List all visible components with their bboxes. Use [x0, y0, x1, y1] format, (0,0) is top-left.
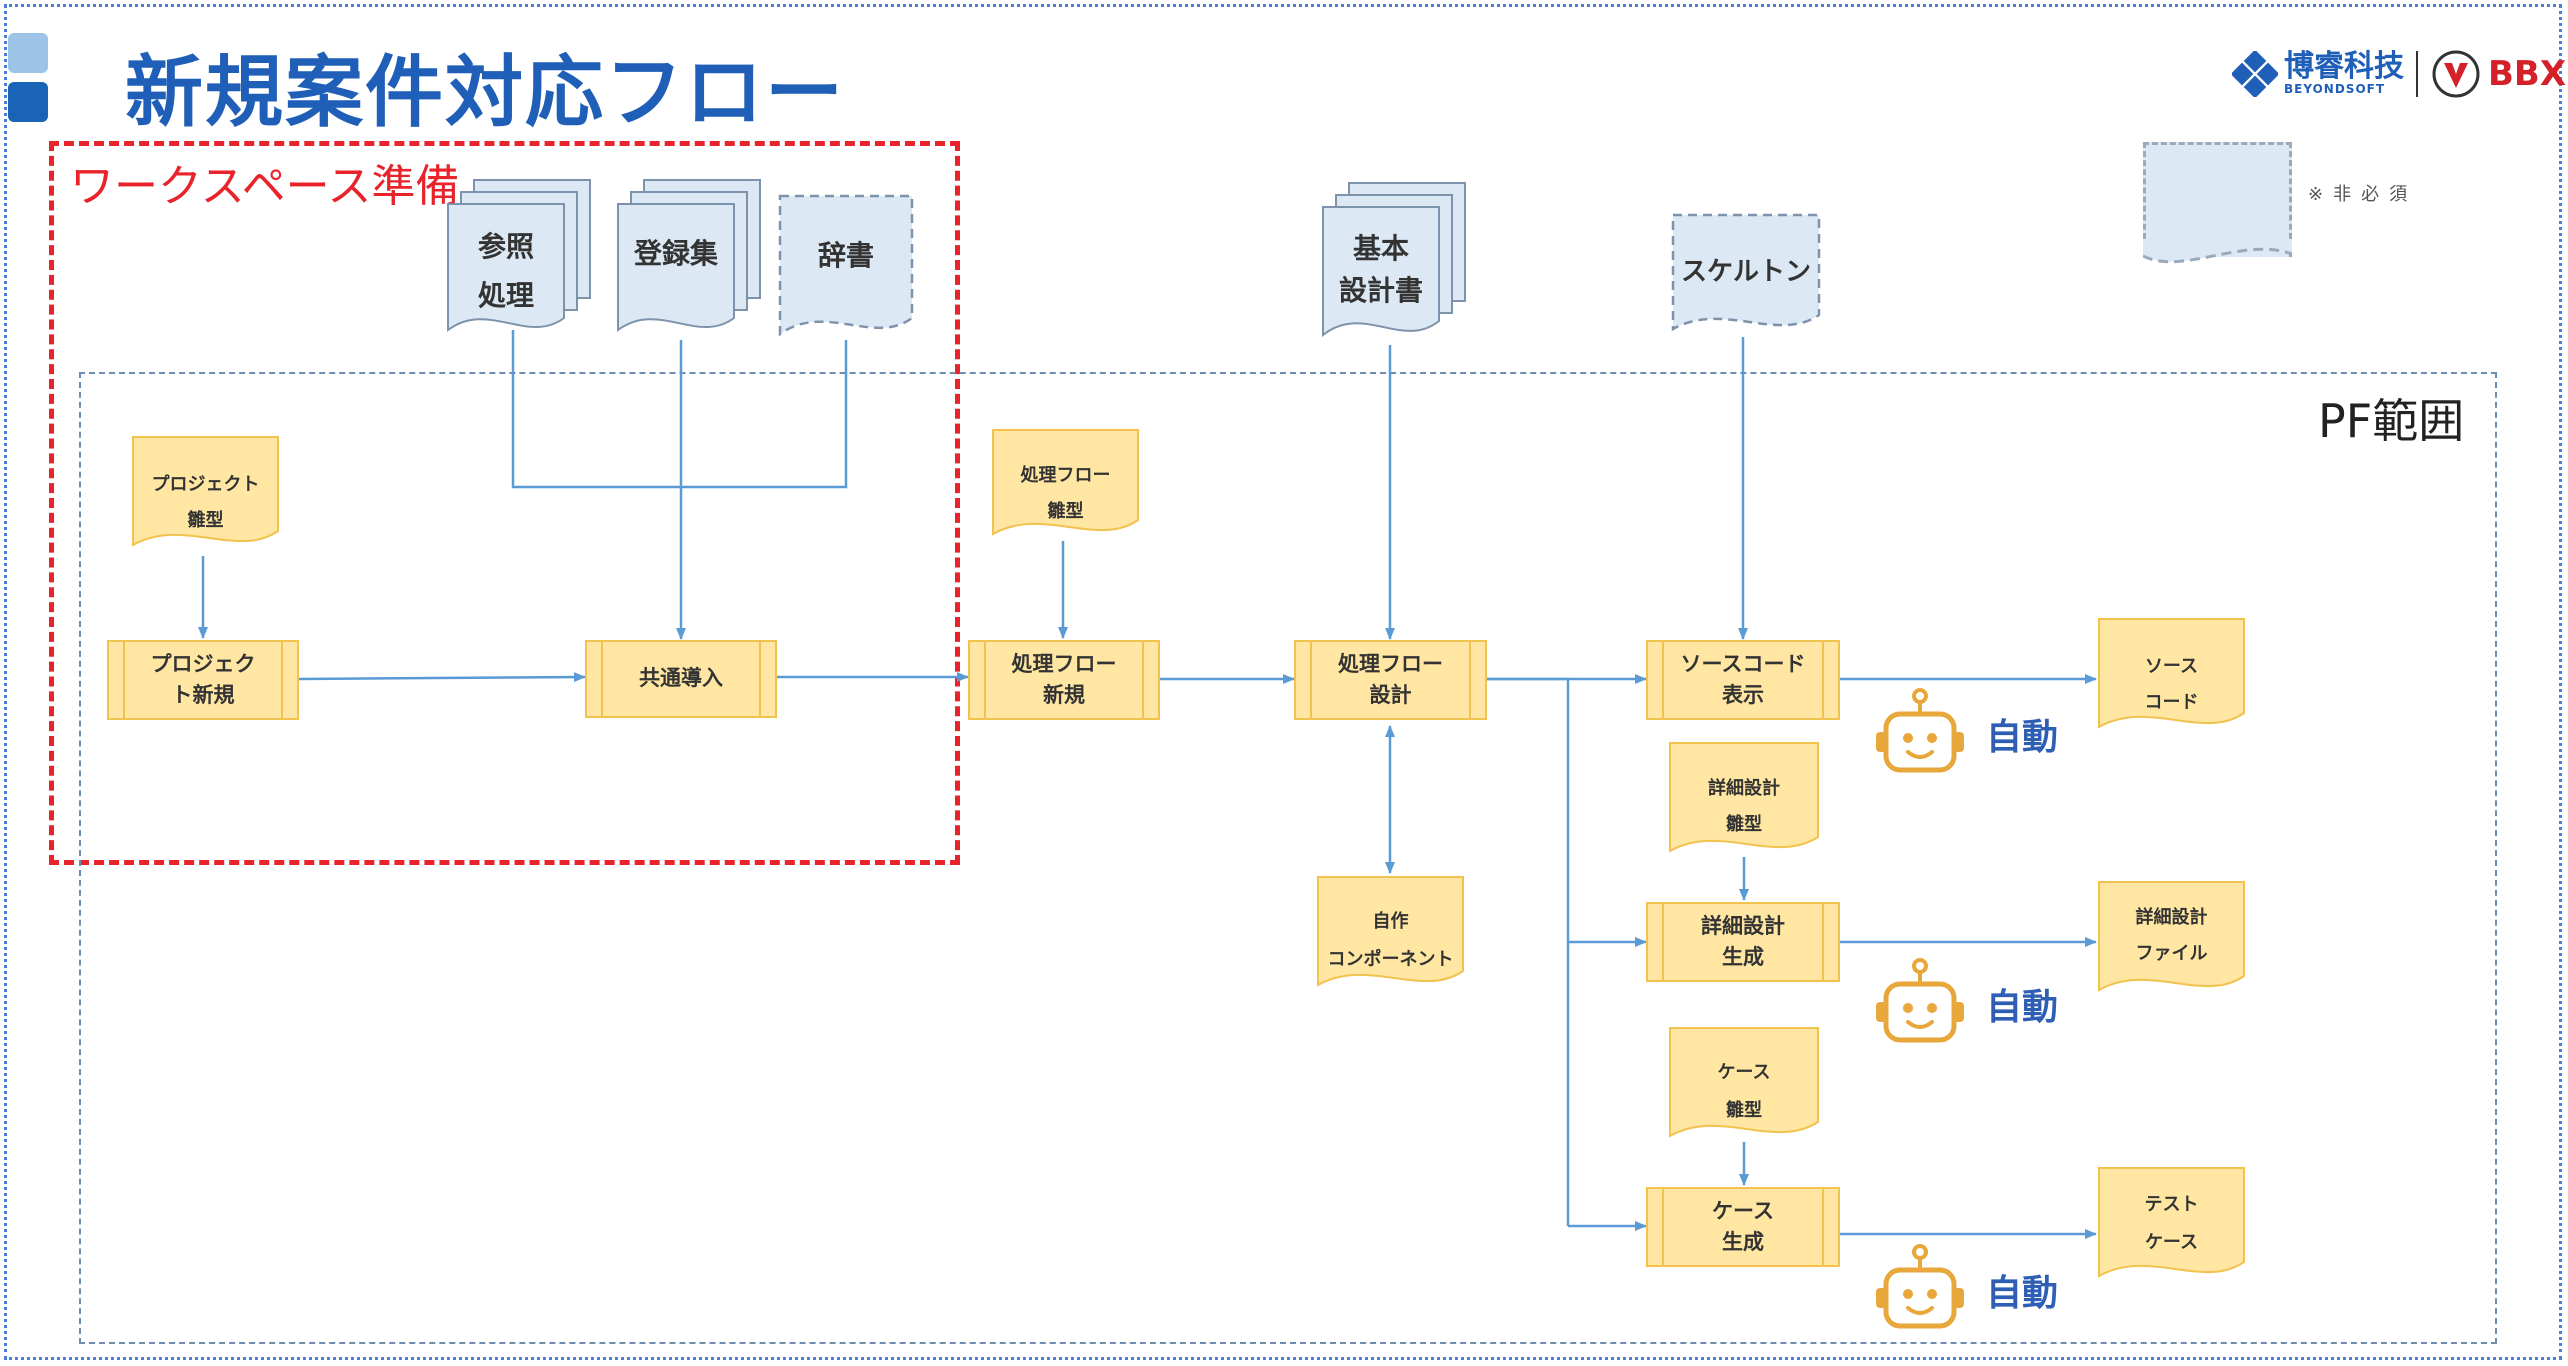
process-detail-generate: 詳細設計 生成: [1646, 902, 1840, 982]
beyondsoft-logo-icon: [2232, 51, 2278, 97]
doc-custom-component-label: 自作 コンポーネント: [1327, 911, 1454, 970]
logo-cn-text: 博睿科技: [2284, 49, 2404, 84]
doc-case-template: ケース 雛型: [1669, 1027, 1819, 1148]
doc-test-case-label: テスト ケース: [2144, 1194, 2199, 1253]
legend-wave: [2143, 240, 2292, 264]
robot-icon: [1876, 688, 1964, 773]
workspace-prep-region: [49, 141, 960, 865]
doc-skeleton-label: スケルトン: [1680, 257, 1811, 287]
process-source-display: ソースコード 表示: [1646, 640, 1840, 720]
doc-dictionary-label: 辞書: [817, 239, 874, 272]
doc-skeleton: スケルトン: [1671, 213, 1821, 340]
auto-label-source: 自動: [1986, 717, 2059, 758]
auto-label-case: 自動: [1986, 1273, 2059, 1314]
pf-scope-label: PF範囲: [2318, 394, 2465, 448]
logo-en-text: BEYONDSOFT: [2284, 82, 2386, 96]
arrow-project-new-to-common: [298, 672, 586, 683]
doc-source-code: ソース コード: [2098, 618, 2245, 739]
pf-scope-region: [79, 372, 2497, 1344]
doc-registry-label: 登録集: [633, 237, 718, 270]
process-flow-design: 処理フロー 設計: [1294, 640, 1487, 720]
doc-project-template-label: プロジェクト 雛型: [151, 474, 260, 531]
slide-frame: [4, 4, 2562, 1360]
doc-detail-file-label: 詳細設計 ファイル: [2135, 907, 2208, 964]
auto-label-detail: 自動: [1986, 987, 2059, 1028]
doc-case-template-label: ケース 雛型: [1717, 1062, 1771, 1121]
doc-dictionary: 辞書: [778, 194, 914, 348]
process-common-import: 共通導入: [585, 640, 777, 718]
auto-badge-detail: 自動: [1872, 956, 2058, 1052]
doc-test-case: テスト ケース: [2098, 1167, 2245, 1288]
line-design-branch: [1487, 677, 1570, 1226]
robot-icon: [1876, 958, 1964, 1043]
process-case-generate: ケース 生成: [1646, 1187, 1840, 1267]
doc-reference-processing-label: 参照 処理: [477, 230, 534, 312]
workspace-prep-label: ワークスペース準備: [70, 161, 460, 212]
process-project-new: プロジェク ト新規: [107, 640, 299, 720]
doc-detail-file: 詳細設計 ファイル: [2098, 881, 2245, 1002]
doc-flow-template-label: 処理フロー 雛型: [1020, 465, 1111, 522]
line-reference-merge: [511, 330, 848, 489]
doc-basic-design-label: 基本 設計書: [1338, 232, 1423, 307]
doc-detail-template: 詳細設計 雛型: [1669, 742, 1819, 863]
process-flow-new: 処理フロー 新規: [968, 640, 1160, 720]
doc-basic-design: 基本 設計書: [1322, 182, 1466, 350]
legend-label: ※非必須: [2308, 184, 2418, 205]
doc-flow-template: 処理フロー 雛型: [992, 429, 1139, 546]
logo-divider: [2416, 51, 2418, 97]
legend-optional-shape: [2143, 142, 2292, 257]
logo-bbx-text: BBX: [2488, 54, 2567, 94]
doc-project-template: プロジェクト 雛型: [132, 436, 279, 557]
doc-custom-component: 自作 コンポーネント: [1317, 876, 1464, 997]
robot-icon: [1876, 1244, 1964, 1329]
doc-detail-template-label: 詳細設計 雛型: [1708, 778, 1780, 835]
title-accent-light: [8, 33, 48, 73]
company-logo: 博睿科技 BEYONDSOFT BBX: [2232, 48, 2566, 100]
page-title: 新規案件対応フロー: [125, 48, 846, 138]
bbx-logo-icon: [2432, 50, 2480, 98]
doc-source-code-label: ソース コード: [2144, 656, 2199, 713]
doc-reference-processing: 参照 処理: [447, 179, 591, 345]
auto-badge-source: 自動: [1872, 686, 2058, 782]
doc-registry: 登録集: [617, 179, 761, 345]
auto-badge-case: 自動: [1872, 1242, 2058, 1338]
title-accent-dark: [8, 82, 48, 122]
